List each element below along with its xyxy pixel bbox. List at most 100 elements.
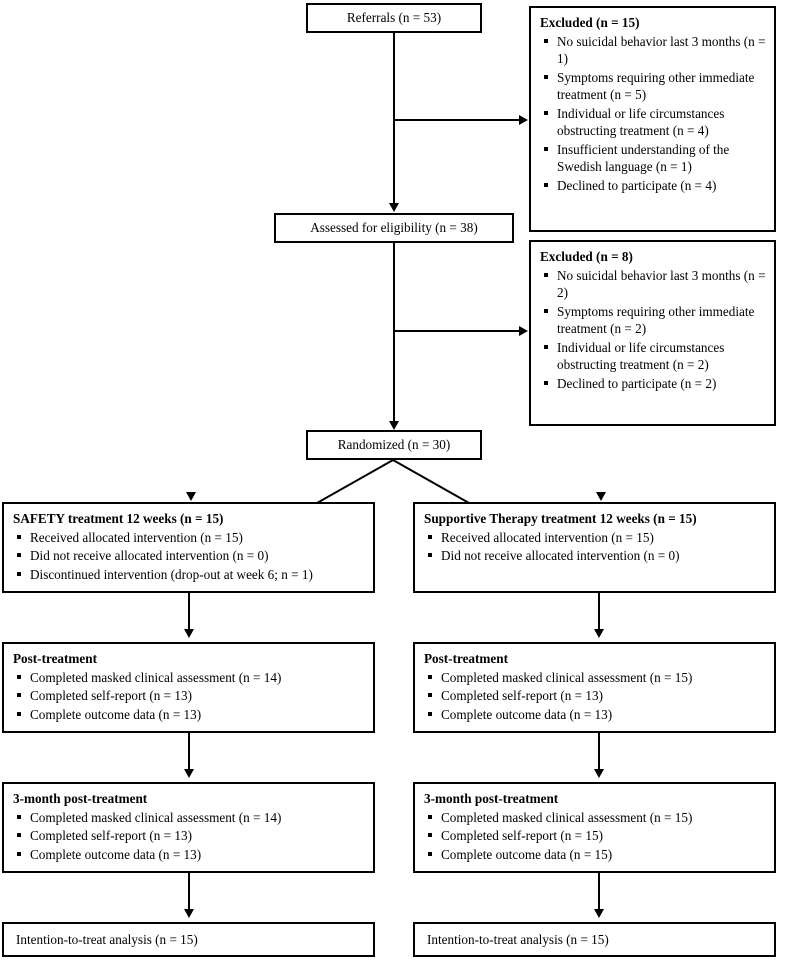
list-item: Completed self-report (n = 13) [13, 687, 365, 705]
connector-left-3month-to-itt [188, 873, 190, 911]
list-item: Did not receive allocated intervention (… [13, 547, 365, 565]
list-item: Completed masked clinical assessment (n … [424, 809, 766, 827]
node-randomized: Randomized (n = 30) [306, 430, 482, 460]
list-item-label: Completed self-report (n = 13) [30, 688, 192, 704]
arrowhead-excluded-1 [519, 114, 528, 125]
list-item: No suicidal behavior last 3 months (n = … [540, 33, 766, 68]
node-right-intention-to-treat: Intention-to-treat analysis (n = 15) [413, 922, 776, 957]
list-item-label: Discontinued intervention (drop-out at w… [30, 566, 313, 582]
list-item: Discontinued intervention (drop-out at w… [13, 566, 365, 584]
node-excluded-1-title: Excluded (n = 15) [540, 15, 640, 30]
list-item-label: Individual or life circumstances obstruc… [557, 339, 725, 373]
list-item-label: Completed self-report (n = 15) [441, 828, 603, 844]
connector-right-alloc-to-post [598, 593, 600, 631]
node-right-itt-label: Intention-to-treat analysis (n = 15) [427, 931, 609, 947]
list-item: Completed masked clinical assessment (n … [13, 809, 365, 827]
connector-right-post-to-3month [598, 733, 600, 771]
bullet-square-icon [428, 833, 432, 838]
bullet-square-icon [17, 833, 21, 838]
list-item: Complete outcome data (n = 15) [424, 846, 766, 864]
node-right-post-title: Post-treatment [424, 651, 508, 666]
bullet-square-icon [544, 110, 548, 115]
connector-left-alloc-to-post [188, 593, 190, 631]
node-excluded-1-list: No suicidal behavior last 3 months (n = … [540, 33, 766, 195]
bullet-square-icon [17, 534, 21, 539]
node-left-3month-post-treatment: 3-month post-treatment Completed masked … [2, 782, 375, 873]
list-item: Declined to participate (n = 4) [540, 177, 766, 195]
list-item-label: Received allocated intervention (n = 15) [441, 529, 654, 545]
list-item: Received allocated intervention (n = 15) [424, 529, 766, 547]
list-item: Individual or life circumstances obstruc… [540, 105, 766, 140]
bullet-square-icon [17, 851, 21, 856]
arrowhead-right-allocation [596, 492, 606, 501]
list-item-label: Complete outcome data (n = 13) [441, 706, 613, 722]
bullet-square-icon [17, 571, 21, 576]
list-item: Completed self-report (n = 15) [424, 827, 766, 845]
list-item: Received allocated intervention (n = 15) [13, 529, 365, 547]
node-left-post-list: Completed masked clinical assessment (n … [13, 669, 365, 724]
list-item-label: Completed masked clinical assessment (n … [441, 669, 693, 685]
arrowhead-left-post [183, 629, 194, 638]
node-left-3month-list: Completed masked clinical assessment (n … [13, 809, 365, 864]
node-referrals-label: Referrals (n = 53) [346, 10, 442, 26]
node-excluded-2-title: Excluded (n = 8) [540, 249, 633, 264]
list-item: Symptoms requiring other immediate treat… [540, 69, 766, 104]
arrowhead-left-itt [183, 909, 194, 918]
list-item-label: Did not receive allocated intervention (… [30, 548, 269, 564]
arrowhead-right-3month [593, 769, 604, 778]
arrowhead-excluded-2 [519, 325, 528, 336]
list-item: Individual or life circumstances obstruc… [540, 339, 766, 374]
list-item-label: Complete outcome data (n = 13) [30, 846, 202, 862]
list-item-label: Symptoms requiring other immediate treat… [557, 303, 755, 337]
node-right-allocation: Supportive Therapy treatment 12 weeks (n… [413, 502, 776, 593]
node-left-post-title: Post-treatment [13, 651, 97, 666]
list-item-label: Completed self-report (n = 13) [30, 828, 192, 844]
list-item-label: Complete outcome data (n = 13) [30, 706, 202, 722]
bullet-square-icon [544, 380, 548, 385]
bullet-square-icon [544, 182, 548, 187]
node-excluded-1: Excluded (n = 15) No suicidal behavior l… [529, 6, 776, 232]
node-excluded-2-list: No suicidal behavior last 3 months (n = … [540, 267, 766, 393]
bullet-square-icon [17, 814, 21, 819]
bullet-square-icon [544, 272, 548, 277]
list-item: Symptoms requiring other immediate treat… [540, 303, 766, 338]
bullet-square-icon [17, 674, 21, 679]
bullet-square-icon [17, 553, 21, 558]
node-left-allocation-list: Received allocated intervention (n = 15)… [13, 529, 365, 584]
node-right-3month-list: Completed masked clinical assessment (n … [424, 809, 766, 864]
list-item: Completed self-report (n = 13) [13, 827, 365, 845]
connector-to-excluded-1 [393, 119, 521, 121]
node-right-3month-post-treatment: 3-month post-treatment Completed masked … [413, 782, 776, 873]
node-left-itt-label: Intention-to-treat analysis (n = 15) [16, 931, 198, 947]
node-right-allocation-list: Received allocated intervention (n = 15)… [424, 529, 766, 565]
connector-left-post-to-3month [188, 733, 190, 771]
list-item-label: Completed masked clinical assessment (n … [30, 669, 282, 685]
list-item-label: Completed masked clinical assessment (n … [441, 809, 693, 825]
list-item: No suicidal behavior last 3 months (n = … [540, 267, 766, 302]
node-randomized-label: Randomized (n = 30) [337, 437, 451, 453]
list-item-label: No suicidal behavior last 3 months (n = … [557, 267, 766, 301]
node-assessed-label: Assessed for eligibility (n = 38) [310, 220, 478, 236]
list-item-label: Completed self-report (n = 13) [441, 688, 603, 704]
bullet-square-icon [428, 534, 432, 539]
list-item-label: Insufficient understanding of the Swedis… [557, 141, 730, 175]
node-left-intention-to-treat: Intention-to-treat analysis (n = 15) [2, 922, 375, 957]
node-referrals: Referrals (n = 53) [306, 3, 482, 33]
list-item-label: Symptoms requiring other immediate treat… [557, 69, 755, 103]
list-item: Declined to participate (n = 2) [540, 375, 766, 393]
list-item: Complete outcome data (n = 13) [13, 846, 365, 864]
bullet-square-icon [428, 711, 432, 716]
arrowhead-randomized [388, 421, 399, 430]
list-item: Complete outcome data (n = 13) [424, 706, 766, 724]
list-item-label: No suicidal behavior last 3 months (n = … [557, 33, 766, 67]
connector-right-3month-to-itt [598, 873, 600, 911]
arrowhead-left-allocation [186, 492, 196, 501]
node-excluded-2: Excluded (n = 8) No suicidal behavior la… [529, 240, 776, 426]
bullet-square-icon [544, 308, 548, 313]
list-item: Did not receive allocated intervention (… [424, 547, 766, 565]
bullet-square-icon [428, 553, 432, 558]
node-left-3month-title: 3-month post-treatment [13, 791, 148, 806]
bullet-square-icon [428, 814, 432, 819]
bullet-square-icon [544, 146, 548, 151]
list-item: Completed self-report (n = 13) [424, 687, 766, 705]
